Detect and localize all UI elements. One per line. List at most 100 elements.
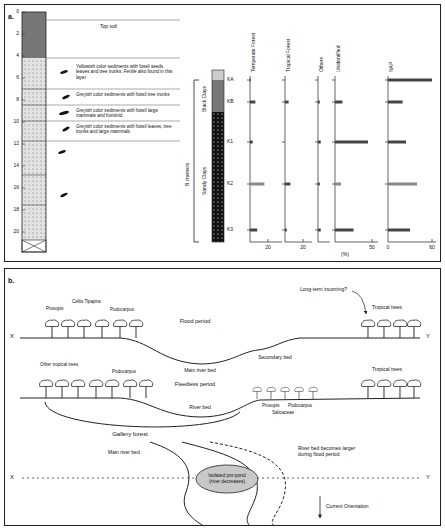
figure-part bbox=[318, 141, 321, 144]
lithology-label: Sandy Clays bbox=[202, 167, 208, 195]
figure-part bbox=[60, 192, 68, 198]
figure-part bbox=[393, 320, 406, 338]
sample-label: K2 bbox=[227, 181, 233, 187]
sample-label: K3 bbox=[227, 227, 233, 233]
figure-part bbox=[250, 101, 255, 104]
figure-part bbox=[22, 58, 46, 240]
strat-column bbox=[22, 12, 46, 252]
figure-part bbox=[352, 291, 366, 314]
figure-part bbox=[309, 387, 318, 399]
figure-part bbox=[250, 183, 264, 186]
axis-tick-label: 0 bbox=[387, 245, 390, 251]
figure-part bbox=[212, 80, 224, 112]
figure-part bbox=[253, 387, 262, 399]
flood-profile bbox=[20, 291, 421, 364]
figure-part bbox=[361, 380, 374, 398]
figure-part bbox=[20, 398, 420, 417]
figure-part bbox=[388, 229, 410, 232]
figure-part bbox=[62, 94, 70, 100]
axis-tick-label: (%) bbox=[341, 252, 349, 258]
figure-part bbox=[212, 112, 224, 242]
axis-tick-label: 50 bbox=[369, 245, 375, 251]
scale-number: 16 bbox=[13, 185, 19, 191]
figure-part bbox=[182, 442, 257, 526]
fleedless-profile bbox=[20, 380, 421, 427]
figure-part bbox=[250, 79, 252, 82]
chart-header: Tropical Forest bbox=[286, 39, 292, 72]
panel-label: b. bbox=[5, 276, 17, 286]
figure-part bbox=[39, 380, 52, 398]
chart-header: Temperate Forest bbox=[251, 33, 257, 72]
figure-part bbox=[45, 320, 58, 338]
scale-number: 10 bbox=[13, 119, 19, 125]
plan-view bbox=[22, 442, 420, 526]
scale-number: 20 bbox=[13, 229, 19, 235]
pollen-bars bbox=[250, 79, 432, 232]
figure-part bbox=[335, 229, 354, 232]
figure-label: Flood period bbox=[180, 318, 211, 324]
figure-label: Podocarpus bbox=[112, 369, 136, 374]
figure-part bbox=[285, 101, 289, 104]
figure-part bbox=[123, 380, 136, 398]
figure-label: Prosopis bbox=[46, 306, 64, 311]
figure-part bbox=[388, 101, 403, 104]
figure-part bbox=[285, 229, 287, 232]
figure-part bbox=[212, 70, 224, 242]
figure-part bbox=[377, 380, 390, 398]
figure-part bbox=[58, 149, 66, 154]
figure-label: Celtis Tipapira bbox=[72, 299, 101, 304]
pond-shape: Isolated pro-pond (river decreases) bbox=[195, 464, 259, 494]
figure-part bbox=[335, 141, 368, 144]
figure-part bbox=[60, 69, 68, 74]
figure-label: River bed becomes larger during flood pe… bbox=[298, 446, 366, 458]
scale-number: 8 bbox=[16, 97, 19, 103]
figure-part bbox=[71, 380, 84, 398]
layer-leader-lines bbox=[46, 20, 180, 141]
figure-part bbox=[247, 76, 282, 242]
figure-label: Salicaceae bbox=[272, 410, 294, 415]
axis-tick-label: 20 bbox=[300, 245, 306, 251]
pollen-charts bbox=[247, 76, 436, 242]
figure-label: Main river bed bbox=[184, 368, 216, 374]
figure-part bbox=[105, 380, 118, 398]
core-column bbox=[194, 70, 224, 242]
figure-part bbox=[22, 58, 46, 240]
figure-part bbox=[385, 76, 436, 242]
figure-part bbox=[139, 380, 152, 398]
figure-part bbox=[20, 338, 420, 364]
layer-description: Greyish color sediments with fossil larg… bbox=[76, 108, 176, 119]
figure-part bbox=[332, 76, 378, 242]
figure-part bbox=[113, 320, 126, 338]
figure-part bbox=[45, 402, 240, 427]
scale-number: 6 bbox=[16, 75, 19, 81]
figure-part bbox=[55, 380, 68, 398]
sample-label: KB bbox=[227, 99, 234, 105]
figure-part bbox=[318, 183, 320, 186]
figure-part bbox=[318, 229, 321, 232]
thickness-label: 8 meters bbox=[184, 163, 191, 186]
figure-part bbox=[267, 387, 276, 399]
figure-part bbox=[129, 320, 142, 338]
figure-label: Current Orientation bbox=[326, 504, 369, 510]
axis-tick-label: 60 bbox=[429, 245, 435, 251]
pond-label: Isolated pro-pond (river decreases) bbox=[205, 473, 249, 484]
figure-label: Podocarpus bbox=[110, 307, 134, 312]
figure-part bbox=[77, 320, 90, 338]
pond-fill bbox=[196, 465, 258, 493]
figure-part bbox=[388, 183, 417, 186]
figure-part bbox=[22, 240, 46, 252]
sample-label: K1 bbox=[227, 139, 233, 145]
figure-label: Tropical trees bbox=[372, 367, 402, 373]
figure-part bbox=[212, 70, 224, 80]
layer-description: Top soil bbox=[100, 24, 117, 30]
scale-number: 2 bbox=[16, 31, 19, 37]
scale-number: 18 bbox=[13, 207, 19, 213]
sample-label: KA bbox=[227, 77, 234, 83]
figure-part bbox=[194, 80, 199, 242]
figure-label: Prosopis bbox=[262, 403, 280, 408]
figure-part bbox=[89, 380, 102, 398]
figure-label: Fleedless period bbox=[175, 381, 215, 387]
figure-part bbox=[22, 12, 46, 252]
